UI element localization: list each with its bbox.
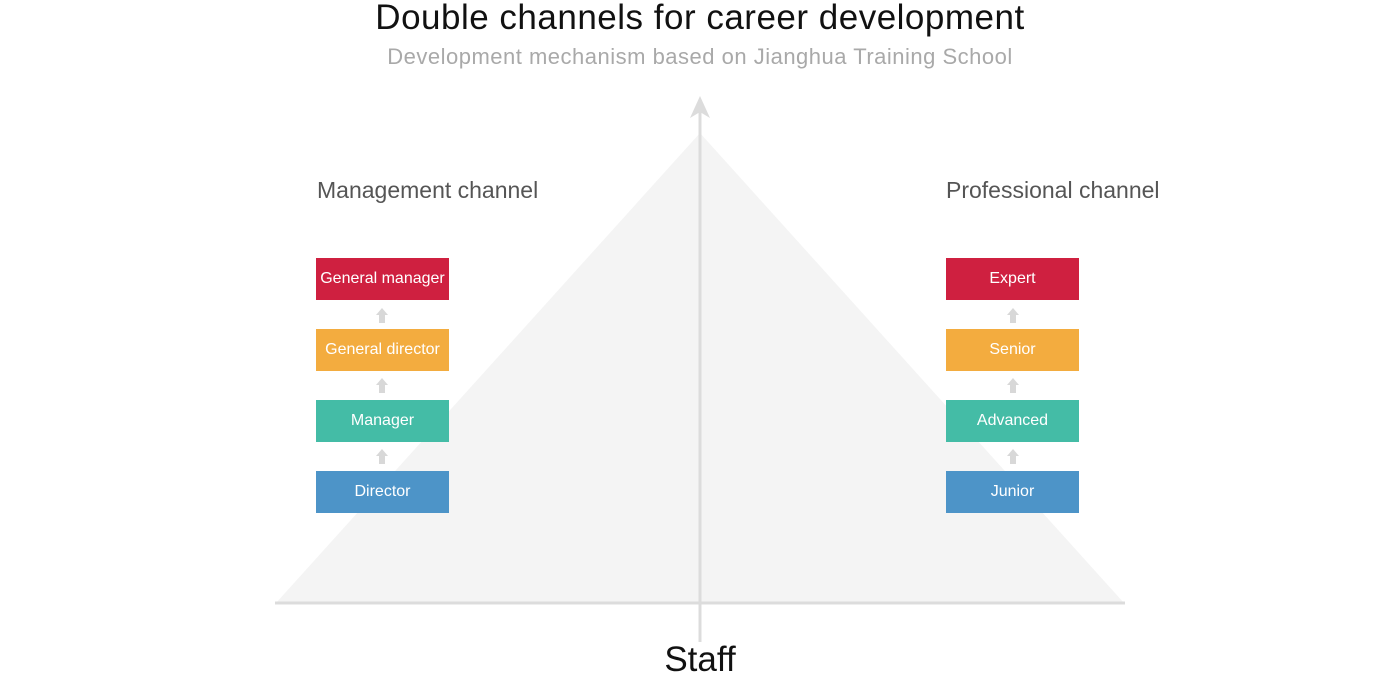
management-channel-title: Management channel xyxy=(317,177,539,203)
up-arrow-icon xyxy=(1007,449,1019,465)
professional-level-expert: Expert xyxy=(946,258,1079,300)
staff-label: Staff xyxy=(664,640,736,679)
diagram-subtitle: Development mechanism based on Jianghua … xyxy=(387,44,1013,69)
diagram-title: Double channels for career development xyxy=(375,0,1025,37)
up-arrow-icon xyxy=(1007,378,1019,394)
management-level-general-director: General director xyxy=(316,329,449,371)
professional-level-advanced: Advanced xyxy=(946,400,1079,442)
up-arrow-icon xyxy=(1007,308,1019,324)
management-level-general-manager: General manager xyxy=(316,258,449,300)
management-level-manager: Manager xyxy=(316,400,449,442)
vertical-axis-arrowhead xyxy=(690,96,710,118)
professional-level-junior: Junior xyxy=(946,471,1079,513)
professional-channel-title: Professional channel xyxy=(946,177,1160,203)
up-arrow-icon xyxy=(376,378,388,394)
up-arrow-icon xyxy=(376,308,388,324)
up-arrow-icon xyxy=(376,449,388,465)
management-level-director: Director xyxy=(316,471,449,513)
professional-level-senior: Senior xyxy=(946,329,1079,371)
